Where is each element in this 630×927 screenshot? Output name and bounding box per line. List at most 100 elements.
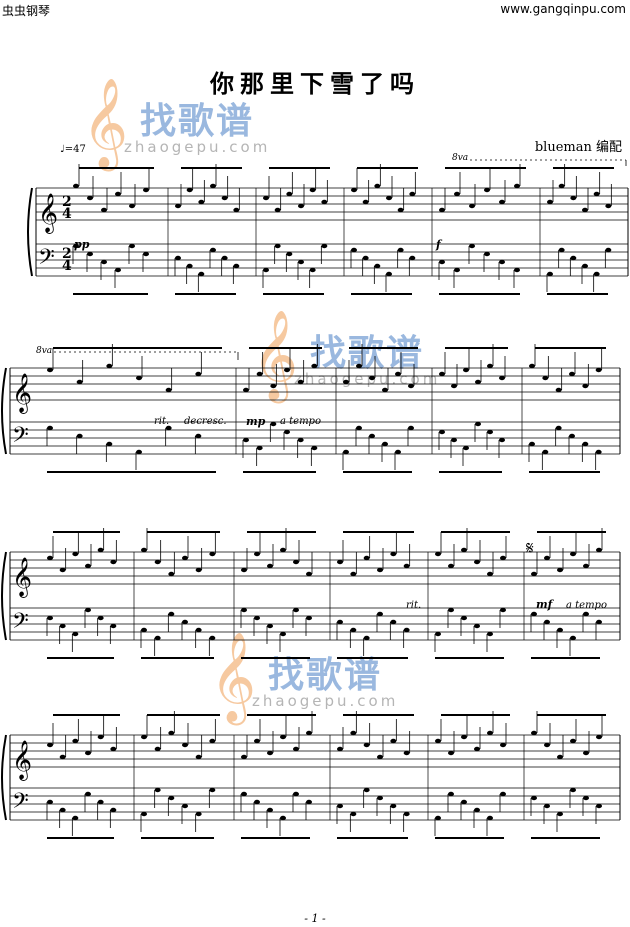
treble-clef-icon: 𝄞 — [12, 373, 32, 414]
notehead — [500, 791, 506, 797]
notehead — [475, 379, 481, 385]
notehead — [87, 251, 93, 257]
notehead — [263, 195, 269, 201]
notehead — [377, 611, 383, 617]
notehead — [454, 191, 460, 197]
notehead — [356, 425, 362, 431]
notehead — [487, 571, 493, 577]
notehead — [570, 551, 576, 557]
notehead — [409, 191, 416, 197]
notehead — [363, 787, 370, 793]
notehead — [448, 791, 454, 797]
notehead — [165, 425, 172, 431]
notehead — [593, 271, 600, 277]
notehead — [356, 363, 362, 369]
notehead — [461, 799, 467, 805]
notehead — [59, 807, 66, 813]
notehead — [267, 750, 273, 756]
notehead — [448, 750, 454, 756]
notehead — [241, 791, 247, 797]
notehead — [143, 251, 149, 257]
notehead — [362, 199, 369, 205]
notehead — [435, 631, 441, 637]
notehead — [435, 815, 441, 821]
notehead — [487, 429, 493, 435]
notehead — [210, 247, 216, 253]
notehead — [558, 183, 565, 189]
notehead — [487, 815, 493, 821]
notehead — [390, 551, 397, 557]
notehead — [362, 255, 369, 261]
notehead — [129, 243, 135, 249]
notehead — [72, 631, 79, 637]
notehead — [195, 433, 202, 439]
notehead — [583, 750, 589, 756]
notehead — [168, 730, 175, 736]
notehead — [311, 445, 318, 451]
notehead — [558, 247, 565, 253]
notehead — [557, 754, 563, 760]
notehead — [97, 547, 104, 553]
notehead — [76, 379, 83, 385]
notehead — [570, 255, 577, 261]
notehead — [605, 203, 612, 209]
watermark-text-url: zhaogepu.com — [252, 692, 399, 710]
notehead — [210, 183, 216, 189]
notehead — [544, 555, 550, 561]
notehead — [293, 607, 299, 613]
notehead — [182, 803, 188, 809]
notehead — [165, 387, 172, 393]
notehead — [369, 375, 375, 381]
notehead — [583, 795, 589, 801]
dynamic-pp: pp — [74, 238, 90, 251]
notehead — [72, 551, 79, 557]
notehead — [582, 207, 588, 213]
notehead — [129, 203, 135, 209]
notehead — [241, 607, 247, 613]
notehead — [484, 251, 490, 257]
notehead — [377, 567, 383, 573]
notehead — [408, 425, 414, 431]
notehead — [293, 559, 299, 565]
notehead — [555, 387, 562, 393]
notehead — [241, 567, 247, 573]
notehead — [390, 738, 397, 744]
notehead — [474, 807, 480, 813]
notehead — [243, 437, 249, 443]
notehead — [454, 267, 460, 273]
notehead — [582, 263, 588, 269]
notehead — [544, 803, 550, 809]
notehead — [403, 563, 410, 569]
notehead — [439, 207, 445, 213]
notehead — [297, 437, 304, 443]
notehead — [547, 199, 553, 205]
notehead — [73, 183, 79, 189]
notehead — [85, 750, 91, 756]
notehead — [195, 567, 202, 573]
notehead — [337, 619, 343, 625]
notehead — [311, 363, 318, 369]
notehead — [395, 371, 401, 377]
notehead — [390, 803, 397, 809]
notehead — [439, 371, 445, 377]
notehead — [267, 623, 273, 629]
notehead — [85, 563, 91, 569]
notehead — [382, 387, 388, 393]
notehead — [386, 195, 392, 201]
notehead — [557, 567, 563, 573]
notehead — [267, 563, 273, 569]
notehead — [583, 563, 589, 569]
notehead — [544, 742, 550, 748]
notehead — [321, 199, 328, 205]
notehead — [270, 383, 277, 389]
time-signature: 4 — [62, 258, 72, 274]
notehead — [233, 207, 240, 213]
treble-clef-icon: 𝄞 — [38, 193, 58, 234]
time-signature: 2 — [62, 246, 72, 262]
notehead — [451, 437, 457, 443]
notehead — [369, 433, 375, 439]
watermark-text-cn: 找歌谱 — [268, 655, 383, 696]
notehead — [209, 551, 216, 557]
notehead — [280, 815, 286, 821]
